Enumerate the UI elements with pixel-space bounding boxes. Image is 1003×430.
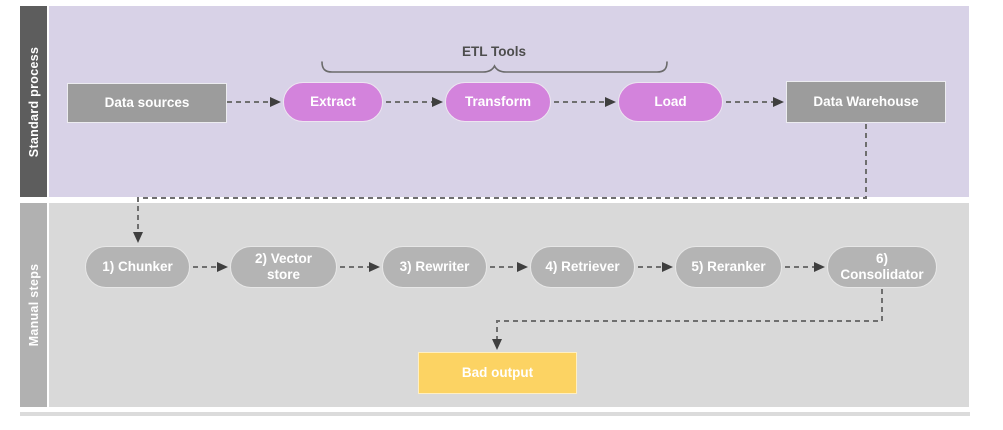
node-data-sources-label: Data sources	[104, 95, 190, 111]
node-reranker: 5) Reranker	[675, 246, 782, 288]
node-rewriter: 3) Rewriter	[382, 246, 487, 288]
node-retriever: 4) Retriever	[530, 246, 635, 288]
lane-bar-manual-steps: Manual steps	[20, 203, 47, 407]
node-load: Load	[618, 82, 723, 122]
node-bad-output: Bad output	[418, 352, 577, 394]
node-extract: Extract	[283, 82, 383, 122]
etl-tools-label: ETL Tools	[462, 44, 526, 59]
node-data-warehouse-label: Data Warehouse	[813, 94, 919, 110]
node-vector-store: 2) Vector store	[230, 246, 337, 288]
canvas-bottom-divider	[20, 412, 970, 416]
node-transform-label: Transform	[464, 94, 532, 110]
node-load-label: Load	[654, 94, 687, 110]
node-reranker-label: 5) Reranker	[691, 259, 766, 275]
node-vector-store-label: 2) Vector store	[254, 251, 313, 282]
node-retriever-label: 4) Retriever	[545, 259, 620, 275]
node-extract-label: Extract	[310, 94, 356, 110]
node-data-sources: Data sources	[67, 83, 227, 123]
node-consolidator-label: 6) Consolidator	[840, 251, 924, 282]
node-rewriter-label: 3) Rewriter	[399, 259, 470, 275]
node-bad-output-label: Bad output	[461, 365, 534, 381]
lane-label-manual-steps: Manual steps	[26, 263, 41, 347]
node-chunker-label: 1) Chunker	[102, 259, 173, 275]
node-transform: Transform	[445, 82, 551, 122]
lane-label-standard-process: Standard process	[26, 46, 41, 157]
node-chunker: 1) Chunker	[85, 246, 190, 288]
node-consolidator: 6) Consolidator	[827, 246, 937, 288]
lane-bar-standard-process: Standard process	[20, 6, 47, 197]
node-data-warehouse: Data Warehouse	[786, 81, 946, 123]
